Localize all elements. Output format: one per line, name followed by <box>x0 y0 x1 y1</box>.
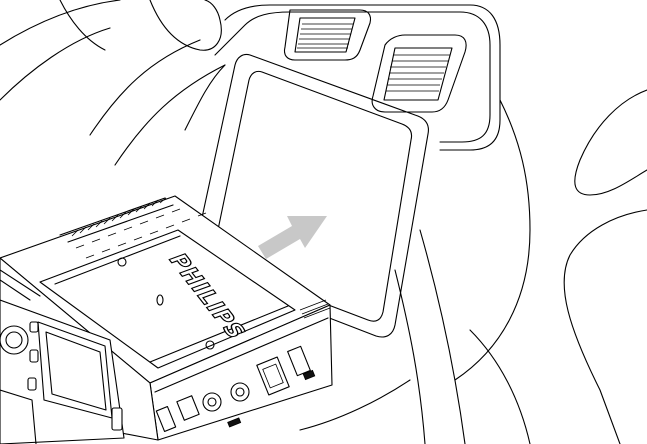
front-button <box>111 407 123 431</box>
top-vent-slots <box>59 197 207 259</box>
volume-knob <box>0 325 29 355</box>
right-air-vent <box>371 34 467 113</box>
insertion-arrow <box>258 216 327 259</box>
dashboard-slot <box>193 53 429 338</box>
left-air-vent <box>283 9 372 61</box>
front-button <box>29 349 39 363</box>
rear-connector-panel <box>154 299 331 432</box>
front-faceplate <box>0 269 125 444</box>
front-button <box>29 321 39 333</box>
display-screen <box>45 331 107 411</box>
front-button <box>27 377 37 391</box>
car-radio-unit: PHILIPS <box>0 195 333 444</box>
